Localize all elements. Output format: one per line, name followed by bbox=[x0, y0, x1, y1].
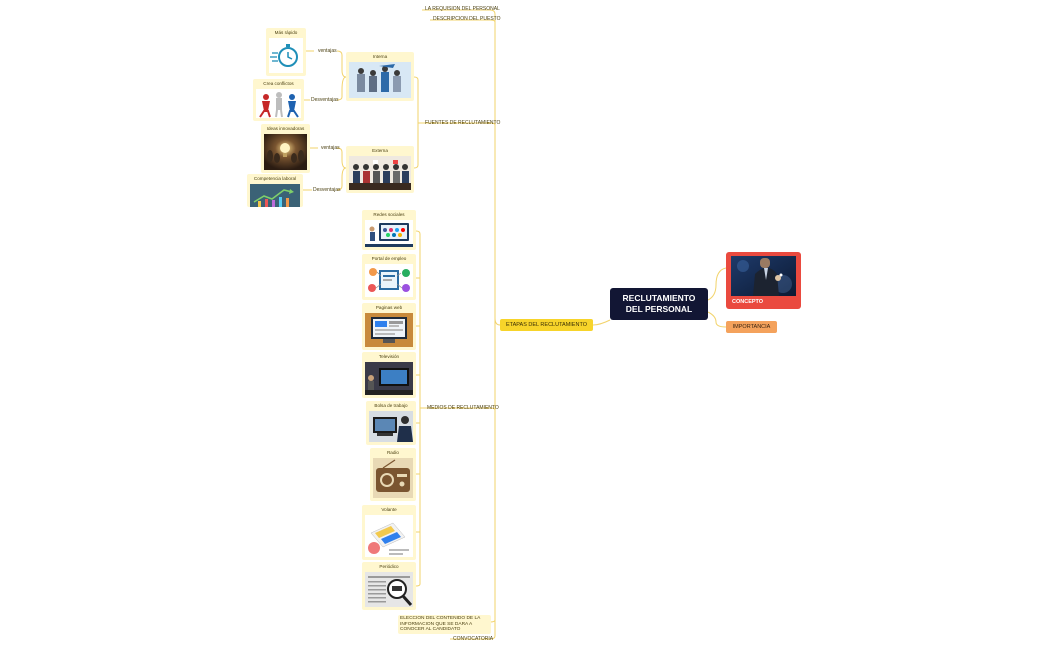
competition-image bbox=[250, 184, 300, 207]
media-card-newspaper-label: Periódico bbox=[379, 564, 399, 569]
importance-node[interactable]: IMPORTANCIA bbox=[726, 321, 777, 333]
media-card-radio[interactable]: Radio bbox=[370, 448, 416, 501]
internal-disadvantage-label: Desventajas bbox=[311, 97, 339, 103]
flyer-image bbox=[365, 515, 413, 557]
job-portal-image bbox=[365, 264, 413, 297]
internal-disadvantage-text: Crea conflictos bbox=[263, 81, 294, 86]
stopwatch-icon bbox=[269, 38, 303, 73]
media-card-web[interactable]: Paginas web bbox=[362, 303, 416, 350]
radio-image bbox=[373, 458, 413, 498]
media-card-newspaper[interactable]: Periódico bbox=[362, 562, 416, 610]
concept-label: CONCEPTO bbox=[732, 299, 764, 305]
social-media-image bbox=[365, 220, 413, 247]
external-advantage-card[interactable]: Ideas innovadoras bbox=[261, 124, 310, 173]
external-source-card[interactable]: Externa bbox=[346, 146, 414, 193]
description-item[interactable]: DESCRIPCION DEL PUESTO bbox=[433, 16, 501, 22]
television-image bbox=[365, 362, 413, 395]
external-disadvantage-label: Desventajas bbox=[313, 187, 341, 193]
internal-advantage-text: Más rápido bbox=[274, 30, 298, 35]
external-source-image bbox=[349, 156, 411, 190]
media-card-tv[interactable]: Televisión bbox=[362, 352, 416, 398]
internal-advantage-label: ventajas bbox=[318, 48, 337, 54]
internal-source-image bbox=[349, 62, 411, 98]
media-card-jobboard-label: Bolsa de trabajo bbox=[374, 403, 408, 408]
external-advantage-text: Ideas innovadoras bbox=[266, 126, 305, 131]
external-advantage-label: ventajas bbox=[321, 145, 340, 151]
newspaper-image bbox=[365, 572, 413, 607]
internal-disadvantage-card[interactable]: Crea conflictos bbox=[253, 79, 304, 121]
internal-advantage-card[interactable]: Más rápido bbox=[266, 28, 306, 76]
lightbulb-icon bbox=[264, 134, 307, 170]
call-item[interactable]: CONVOCATORIA bbox=[453, 636, 494, 642]
requisition-item[interactable]: LA REQUISION DEL PERSONAL bbox=[425, 6, 500, 12]
central-topic-title: RECLUTAMIENTO DEL PERSONAL bbox=[622, 293, 696, 314]
media-card-web-label: Paginas web bbox=[375, 305, 403, 310]
media-item[interactable]: MEDIOS DE RECLUTAMIENTO bbox=[427, 405, 499, 411]
media-card-social[interactable]: Redes sociales bbox=[362, 210, 416, 250]
concept-node[interactable]: CONCEPTO bbox=[726, 252, 801, 309]
stages-label: ETAPAS DEL RECLUTAMIENTO bbox=[506, 322, 587, 328]
web-pages-image bbox=[365, 313, 413, 347]
media-card-jobboard[interactable]: Bolsa de trabajo bbox=[366, 401, 416, 445]
content-choice-item[interactable]: ELECCION DEL CONTENIDO DE LA INFORMACION… bbox=[398, 615, 491, 634]
job-board-image bbox=[369, 411, 413, 442]
stages-node[interactable]: ETAPAS DEL RECLUTAMIENTO bbox=[500, 319, 593, 331]
content-choice-label: ELECCION DEL CONTENIDO DE LA INFORMACION… bbox=[400, 616, 481, 633]
external-source-label: Externa bbox=[372, 148, 388, 153]
concept-image bbox=[731, 256, 796, 296]
internal-source-card[interactable]: Interna bbox=[346, 52, 414, 101]
internal-source-label: Interna bbox=[372, 54, 388, 59]
importance-label: IMPORTANCIA bbox=[732, 324, 771, 330]
media-card-radio-label: Radio bbox=[386, 450, 399, 455]
sources-item[interactable]: FUENTES DE RECLUTAMIENTO bbox=[425, 120, 501, 126]
conflict-icon bbox=[256, 89, 301, 118]
media-card-portal-label: Portal de empleo bbox=[371, 256, 407, 261]
external-disadvantage-card[interactable]: Competencia laboral bbox=[247, 174, 303, 207]
media-card-portal[interactable]: Portal de empleo bbox=[362, 254, 416, 300]
media-card-flyer[interactable]: Volante bbox=[362, 505, 416, 560]
media-card-tv-label: Televisión bbox=[378, 354, 400, 359]
external-disadvantage-text: Competencia laboral bbox=[253, 176, 297, 181]
media-card-flyer-label: Volante bbox=[381, 507, 397, 512]
media-card-social-label: Redes sociales bbox=[373, 212, 405, 217]
central-topic[interactable]: RECLUTAMIENTO DEL PERSONAL bbox=[610, 288, 708, 320]
